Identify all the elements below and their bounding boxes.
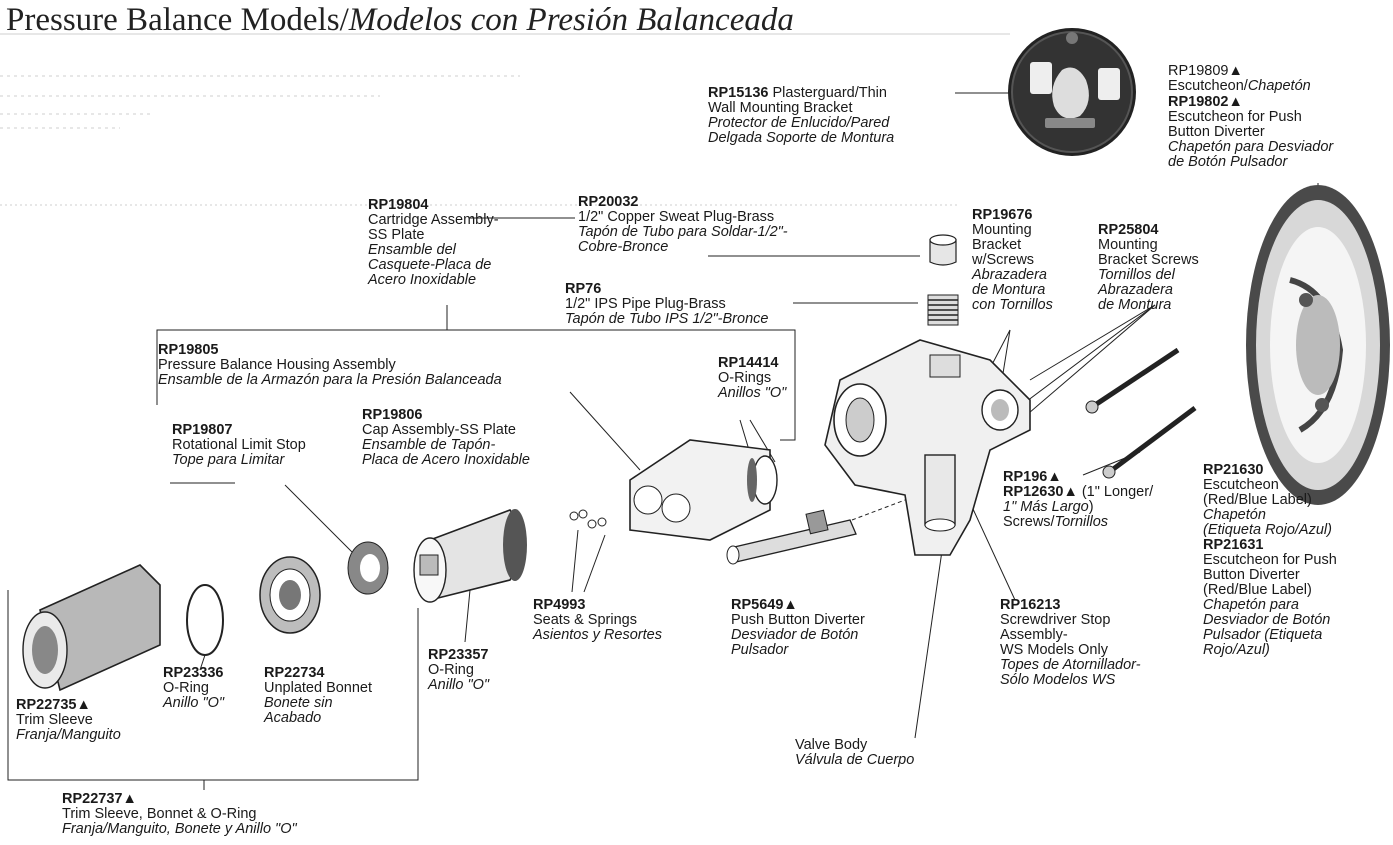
callout-rp5649: RP5649▲ Push Button Diverter Desviador d… (731, 597, 865, 658)
callout-rp22734: RP22734 Unplated Bonnet Bonete sin Acaba… (264, 665, 373, 726)
callout-rp22735: RP22735▲ Trim Sleeve Franja/Manguito (16, 697, 121, 743)
header-rule-lines (0, 33, 1010, 206)
callout-rp19676: RP19676 Mounting Bracket w/Screws Abraza… (972, 207, 1053, 313)
callout-rp14414: RP14414 O-Rings Anillos "O" (718, 355, 787, 401)
callout-rp76: RP76 1/2" IPS Pipe Plug-Brass Tapón de T… (565, 281, 769, 327)
callout-rp23336: RP23336 O-Ring Anillo "O" (163, 665, 225, 711)
callout-rp19807: RP19807 Rotational Limit Stop Tope para … (172, 422, 306, 468)
callout-rp19809: RP19809▲ Escutcheon/Chapetón (1168, 63, 1311, 94)
cartridge-illustration (413, 509, 527, 603)
copper-plug-illustration (929, 234, 957, 266)
callout-rp4993: RP4993 Seats & Springs Asientos y Resort… (533, 597, 662, 643)
callout-rp19806: RP19806 Cap Assembly-SS Plate Ensamble d… (362, 407, 530, 468)
callout-rp19804: RP19804 Cartridge Assembly- SS Plate Ens… (368, 197, 499, 288)
callout-rp25804: RP25804 Mounting Bracket Screws Tornillo… (1098, 222, 1199, 313)
callout-rp196-rp12630: RP196▲ RP12630▲ (1" Longer/ 1" Más Largo… (1003, 469, 1154, 530)
callout-valve-body: Valve Body Válvula de Cuerpo (795, 737, 915, 768)
bonnet-illustration (259, 556, 321, 634)
trim-sleeve-illustration (22, 564, 161, 692)
leader-lines (7, 92, 1319, 790)
valve-body-illustration (824, 339, 1031, 556)
page-title: Pressure Balance Models/Modelos con Pres… (6, 2, 794, 38)
push-button-diverter-illustration (726, 509, 857, 565)
bracket-screws-illustration (1085, 347, 1197, 479)
callout-rp16213: RP16213 Screwdriver Stop Assembly- WS Mo… (1000, 597, 1141, 688)
callout-rp23357: RP23357 O-Ring Anillo "O" (428, 647, 490, 693)
callout-rp21630-rp21631: RP21630 Escutcheon (Red/Blue Label) Chap… (1203, 462, 1337, 658)
escutcheon-illustration (1246, 185, 1390, 505)
seats-springs-illustration (569, 509, 607, 529)
callout-rp15136: RP15136 Plasterguard/Thin Wall Mounting … (708, 85, 895, 146)
callout-rp19805: RP19805 Pressure Balance Housing Assembl… (158, 342, 502, 388)
plasterguard-illustration (1008, 28, 1136, 156)
housing-assembly-illustration (629, 439, 778, 541)
callout-rp22737: RP22737▲ Trim Sleeve, Bonnet & O-Ring Fr… (62, 791, 297, 837)
ips-plug-illustration (927, 294, 959, 326)
limit-stop-illustration (347, 541, 389, 595)
callout-rp19802: RP19802▲ Escutcheon for Push Button Dive… (1168, 94, 1334, 170)
callout-rp20032: RP20032 1/2" Copper Sweat Plug-Brass Tap… (578, 194, 788, 255)
o-ring-illustration (186, 584, 224, 656)
